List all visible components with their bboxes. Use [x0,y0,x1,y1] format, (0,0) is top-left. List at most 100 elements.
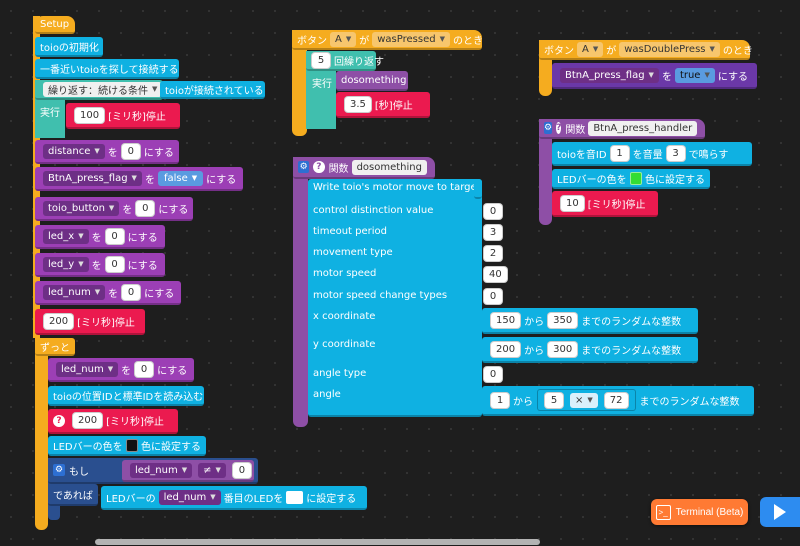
motor-move-cap [474,179,482,199]
button-dropdown[interactable]: A▼ [330,31,357,47]
wait-ms-input-1[interactable]: 100 [74,106,106,124]
param-input-control[interactable]: 0 [483,203,503,220]
led-set-nth-block[interactable]: LEDバーの led_num▼ 番目のLEDを に設定する [101,486,367,510]
wait-ms-input-2[interactable]: 200 [43,312,75,330]
play-tone-block[interactable]: toioを音ID 1 を音量 3 で鳴らす [552,142,752,166]
func-dosomething-hat[interactable]: ⚙ ? 関数 dosomething [293,157,435,179]
var-value-led-y[interactable]: 0 [104,255,125,273]
set-var-led-x-block[interactable]: led_x▼ を 0 にする [35,225,165,249]
motor-move-block[interactable]: Write toio's motor move to target [308,179,482,417]
set-var-btna-flag-block[interactable]: BtnA_press_flag▼ を false▼ にする [35,167,243,191]
handler-wait-input[interactable]: 10 [560,194,585,212]
run-button[interactable] [760,497,800,527]
forever-spine [35,338,48,530]
wait-sec-input[interactable]: 3.5 [344,95,372,113]
param-input-speed-change[interactable]: 0 [483,288,503,305]
compare-condition[interactable]: led_num▼ ≠▼ 0 [122,460,254,482]
help-icon[interactable]: ? [53,414,65,427]
var-dropdown-led-num[interactable]: led_num▼ [130,462,193,478]
random-x-to[interactable]: 350 [547,311,579,329]
event-dropdown[interactable]: wasDoublePress▼ [619,41,720,57]
event-dropdown[interactable]: wasPressed▼ [372,31,450,47]
func-name-field[interactable]: BtnA_press_handler [588,120,698,136]
var-dropdown-distance[interactable]: distance▼ [43,143,105,159]
func-handler-hat[interactable]: ⚙ ? 関数 BtnA_press_handler [539,119,705,139]
param-input-timeout[interactable]: 3 [483,224,503,241]
var-value-led-num[interactable]: 0 [121,283,142,301]
var-value-toio-button[interactable]: 0 [135,199,156,217]
button-double-hat[interactable]: ボタン A▼ が wasDoublePress▼ のとき [539,40,753,60]
cond-value[interactable]: 0 [231,461,252,479]
var-dropdown-led-y[interactable]: led_y▼ [43,256,89,272]
color-swatch-white[interactable] [286,490,304,504]
led-bar-color-block[interactable]: LEDバーの色を 色に設定する [48,436,206,456]
var-dropdown-toio-button[interactable]: toio_button▼ [43,200,120,216]
var-dropdown-btna-flag[interactable]: BtnA_press_flag▼ [43,170,142,186]
call-dosomething-block[interactable]: dosomething [336,71,408,91]
loop-wait-ms-block[interactable]: ? 200 [ミリ秒]停止 [48,409,178,434]
repeat-while-block[interactable]: 繰り返す：続ける条件▼ [35,80,163,100]
repeat-count-input[interactable]: 5 [311,51,331,69]
var-dropdown-led-x[interactable]: led_x▼ [43,228,89,244]
multiply-block[interactable]: 5 ×▼ 72 [537,389,636,411]
forever-hat-block[interactable]: ずっと [35,338,75,356]
random-y-block[interactable]: 200 から 300 までのランダムな整数 [482,337,698,363]
terminal-button[interactable]: >_ Terminal (Beta) [651,499,748,525]
wait-ms-block-2[interactable]: 200 [ミリ秒]停止 [35,309,145,335]
color-swatch-black[interactable] [125,438,138,452]
set-var-btna-flag-true-block[interactable]: BtnA_press_flag▼ を true▼ にする [552,63,757,89]
tone-id-input[interactable]: 1 [609,144,630,162]
random-x-block[interactable]: 150 から 350 までのランダムな整数 [482,308,698,334]
var-dropdown-led-num[interactable]: led_num▼ [43,284,106,300]
operator-dropdown[interactable]: ≠▼ [198,462,226,478]
set-var-led-num-block[interactable]: led_num▼ を 0 にする [35,281,181,305]
var-dropdown-led-num[interactable]: led_num▼ [158,489,221,505]
set-var-toio-button-block[interactable]: toio_button▼ を 0 にする [35,197,193,221]
toio-init-block[interactable]: toioの初期化 [35,37,103,57]
wait-sec-block[interactable]: 3.5 [秒]停止 [336,92,430,118]
handler-led-bar-block[interactable]: LEDバーの色を 色に設定する [552,169,710,189]
random-y-to[interactable]: 300 [547,340,579,358]
loop-set-led-num-block[interactable]: led_num▼ を 0 にする [48,358,194,382]
var-to-label: を [661,71,672,83]
help-icon[interactable]: ? [556,122,562,134]
loop-wait-input[interactable]: 200 [72,412,104,429]
random-angle-from[interactable]: 1 [490,391,510,409]
var-dropdown-btna-flag[interactable]: BtnA_press_flag▼ [560,67,659,83]
param-input-speed[interactable]: 40 [483,266,508,283]
param-input-movement[interactable]: 2 [483,245,503,262]
var-value-led-x[interactable]: 0 [104,227,125,245]
repeat-mode-dropdown[interactable]: 繰り返す：続ける条件▼ [43,81,163,97]
tone-volume-input[interactable]: 3 [665,144,686,162]
random-angle-block[interactable]: 1 から 5 ×▼ 72 までのランダムな整数 [482,386,754,416]
gear-icon[interactable]: ⚙ [298,161,310,173]
var-value-led-num[interactable]: 0 [134,360,155,378]
horizontal-scrollbar[interactable] [95,539,540,545]
param-input-angle-type[interactable]: 0 [483,366,503,383]
read-ids-block[interactable]: toioの位置IDと標準IDを読み込む [48,386,204,406]
multiply-b-input[interactable]: 72 [603,391,629,409]
bool-dropdown-true[interactable]: true▼ [674,67,715,83]
bool-dropdown-false[interactable]: false▼ [157,170,204,186]
toio-connected-condition[interactable]: toioが接続されている [160,81,265,99]
var-value-distance[interactable]: 0 [120,142,141,160]
random-x-from[interactable]: 150 [490,311,522,329]
set-var-led-y-block[interactable]: led_y▼ を 0 にする [35,253,165,277]
setup-hat-block[interactable]: Setup [35,16,75,34]
connect-nearest-block[interactable]: 一番近いtoioを探して接続する [35,59,179,79]
gear-icon[interactable]: ⚙ [53,464,65,476]
operator-dropdown[interactable]: ×▼ [570,392,598,408]
multiply-a-input[interactable]: 5 [544,391,564,409]
gear-icon[interactable]: ⚙ [544,122,553,134]
repeat-n-block[interactable]: 5 回繰り返す [306,51,384,71]
button-dropdown[interactable]: A▼ [577,41,604,57]
help-icon[interactable]: ? [313,161,325,173]
button-pressed-hat[interactable]: ボタン A▼ が wasPressed▼ のとき [292,30,483,50]
set-var-distance-block[interactable]: distance▼ を 0 にする [35,140,179,164]
color-swatch-green[interactable] [629,171,642,185]
func-name-field[interactable]: dosomething [351,159,427,175]
random-y-from[interactable]: 200 [490,340,522,358]
var-dropdown-led-num[interactable]: led_num▼ [56,361,119,377]
handler-wait-ms-block[interactable]: 10 [ミリ秒]停止 [552,191,658,217]
wait-ms-block-1[interactable]: 100 [ミリ秒]停止 [66,103,180,129]
